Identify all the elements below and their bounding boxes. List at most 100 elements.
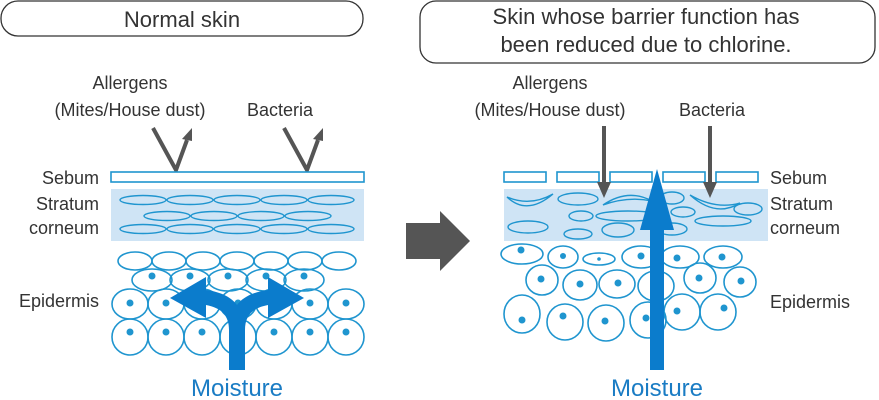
epidermis-cell bbox=[699, 293, 737, 331]
epidermis-cell bbox=[703, 245, 743, 269]
epidermis-cell bbox=[327, 318, 365, 356]
epidermis-cell bbox=[151, 251, 187, 271]
cell-nucleus bbox=[601, 317, 609, 325]
epidermis-cell bbox=[723, 266, 757, 298]
right-epidermis-label: Epidermis bbox=[770, 292, 850, 312]
cell-nucleus bbox=[642, 314, 650, 322]
bacteria-bounce-arrow-icon bbox=[282, 127, 323, 175]
cell-nucleus bbox=[342, 328, 350, 336]
cell-nucleus bbox=[720, 304, 728, 312]
stratum-flake bbox=[307, 223, 355, 235]
cell-nucleus bbox=[517, 246, 525, 254]
stratum-flake bbox=[237, 210, 285, 222]
cell-nucleus bbox=[306, 328, 314, 336]
right-stratum-layer bbox=[504, 189, 768, 241]
left-sebum-label: Sebum bbox=[42, 168, 99, 188]
right-sebum-layer bbox=[503, 171, 759, 183]
left-epidermis-cells bbox=[111, 251, 365, 356]
cell-nucleus bbox=[262, 272, 270, 280]
left-bacteria-label: Bacteria bbox=[247, 100, 314, 120]
epidermis-cell bbox=[287, 251, 323, 271]
cell-nucleus bbox=[126, 299, 134, 307]
sebum-fragment bbox=[556, 171, 600, 183]
epidermis-cell bbox=[503, 294, 541, 334]
moisture-escaping-arrow-icon bbox=[640, 169, 674, 370]
cell-nucleus bbox=[737, 277, 745, 285]
cell-nucleus bbox=[300, 272, 308, 280]
right-moisture-label: Moisture bbox=[611, 375, 703, 400]
stratum-flake bbox=[689, 194, 741, 210]
right-bacteria-label: Bacteria bbox=[679, 100, 746, 120]
left-epidermis-label: Epidermis bbox=[19, 291, 99, 311]
cell-nucleus bbox=[673, 307, 681, 315]
right-sebum-label: Sebum bbox=[770, 168, 827, 188]
stratum-flake bbox=[166, 223, 214, 235]
cell-nucleus bbox=[162, 328, 170, 336]
cell-nucleus bbox=[673, 254, 681, 262]
left-title: Normal skin bbox=[124, 7, 240, 32]
right-epidermis-cells bbox=[500, 243, 757, 342]
allergen-penetrating-arrow-icon bbox=[597, 126, 611, 198]
cell-nucleus bbox=[306, 299, 314, 307]
right-allergens-label-2: (Mites/House dust) bbox=[474, 100, 625, 120]
right-title-line-2: been reduced due to chlorine. bbox=[500, 32, 791, 57]
epidermis-cell bbox=[321, 251, 357, 271]
epidermis-cell bbox=[253, 251, 289, 271]
epidermis-cell bbox=[111, 318, 149, 356]
cell-nucleus bbox=[186, 272, 194, 280]
stratum-flake bbox=[284, 210, 332, 222]
cell-nucleus bbox=[718, 253, 726, 261]
right-title-box bbox=[419, 0, 876, 64]
cell-nucleus bbox=[637, 252, 645, 260]
allergen-bounce-arrow-icon bbox=[151, 127, 192, 175]
epidermis-cell bbox=[547, 245, 579, 269]
cell-nucleus bbox=[559, 312, 567, 320]
stratum-flake bbox=[670, 206, 696, 218]
left-stratum-cells bbox=[119, 194, 355, 235]
cell-nucleus bbox=[576, 280, 584, 288]
epidermis-cell bbox=[525, 264, 559, 296]
stratum-flake bbox=[213, 223, 261, 235]
epidermis-cell bbox=[207, 268, 249, 292]
epidermis-cell bbox=[598, 269, 636, 299]
epidermis-cell bbox=[663, 293, 701, 331]
cell-nucleus bbox=[614, 279, 622, 287]
epidermis-cell bbox=[582, 252, 616, 266]
cell-nucleus bbox=[518, 316, 526, 324]
right-allergens-label-1: Allergens bbox=[512, 73, 587, 93]
left-moisture-label: Moisture bbox=[191, 375, 283, 400]
stratum-flake bbox=[213, 194, 261, 206]
cell-nucleus bbox=[560, 253, 566, 259]
cell-nucleus bbox=[537, 275, 545, 283]
left-stratum-layer bbox=[111, 189, 364, 241]
cell-nucleus bbox=[126, 328, 134, 336]
right-title-line-1: Skin whose barrier function has bbox=[493, 4, 800, 29]
epidermis-cell bbox=[185, 251, 221, 271]
cell-nucleus bbox=[597, 257, 601, 261]
epidermis-cell bbox=[546, 303, 584, 341]
cell-nucleus bbox=[148, 272, 156, 280]
stratum-flake bbox=[694, 215, 752, 227]
sebum-fragment bbox=[662, 171, 706, 183]
bacteria-penetrating-arrow-icon bbox=[703, 126, 717, 198]
stratum-flake bbox=[143, 210, 191, 222]
left-allergens-label-2: (Mites/House dust) bbox=[54, 100, 205, 120]
epidermis-cell bbox=[117, 251, 153, 271]
epidermis-cell bbox=[255, 318, 293, 356]
cell-nucleus bbox=[342, 299, 350, 307]
stratum-flake bbox=[507, 220, 549, 234]
left-panel: Normal skin Allergens (Mites/House dust)… bbox=[0, 0, 365, 400]
stratum-flake bbox=[557, 192, 599, 206]
epidermis-cell bbox=[500, 243, 544, 265]
cell-nucleus bbox=[270, 328, 278, 336]
stratum-flake bbox=[506, 193, 554, 207]
left-stratum-label-2: corneum bbox=[29, 218, 99, 238]
epidermis-cell bbox=[147, 318, 185, 356]
cell-nucleus bbox=[224, 272, 232, 280]
epidermis-cell bbox=[183, 318, 221, 356]
left-sebum-layer bbox=[110, 171, 365, 183]
epidermis-cell bbox=[283, 268, 325, 292]
left-stratum-label-1: Stratum bbox=[36, 194, 99, 214]
cell-nucleus bbox=[198, 328, 206, 336]
